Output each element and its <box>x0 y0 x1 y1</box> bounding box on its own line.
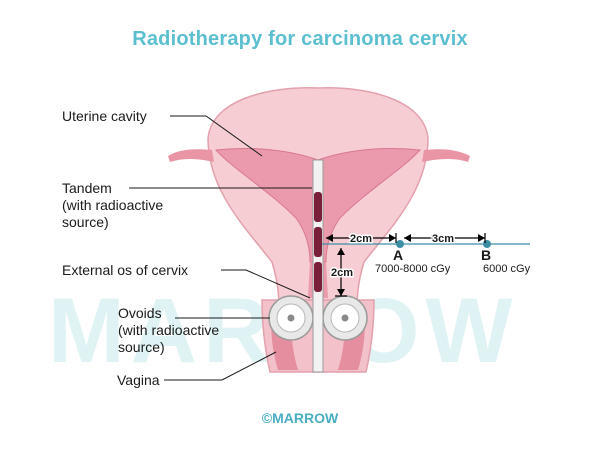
leader-external-os <box>221 269 311 299</box>
radioactive-source-2 <box>314 227 322 257</box>
horizontal-arrow-2cm <box>326 233 397 243</box>
left-ovoid <box>268 295 314 341</box>
right-ovoid <box>322 295 368 341</box>
left-fallopian-tube <box>168 149 214 162</box>
measurement-2cm-horizontal: 2cm <box>350 233 372 245</box>
leader-vagina <box>164 351 277 381</box>
label-ovoids: Ovoids <box>118 305 162 321</box>
horizontal-arrow-3cm <box>404 233 486 243</box>
leader-lines <box>129 115 312 381</box>
label-tandem: Tandem <box>62 180 112 196</box>
label-uterine-cavity: Uterine cavity <box>62 108 147 124</box>
point-b-label: B <box>481 247 491 263</box>
radioactive-source-3 <box>314 262 322 292</box>
right-fallopian-tube <box>422 149 470 162</box>
point-a-label: A <box>393 247 403 263</box>
vertical-arrow-2cm <box>335 248 347 297</box>
copyright-notice: ©MARROW <box>261 410 339 426</box>
label-tandem-line2: (with radioactive <box>62 197 163 213</box>
label-ovoids-line2: (with radioactive <box>118 322 219 338</box>
leader-uterine-cavity <box>170 115 263 157</box>
point-b-dose: 6000 cGy <box>483 263 531 275</box>
label-vagina: Vagina <box>117 372 160 388</box>
label-external-os: External os of cervix <box>62 262 188 278</box>
label-ovoids-line3: source) <box>118 339 165 355</box>
measurement-3cm: 3cm <box>432 233 454 245</box>
diagram-title: Radiotherapy for carcinoma cervix <box>132 28 468 50</box>
measurement-2cm-vertical: 2cm <box>331 267 353 279</box>
radioactive-source-1 <box>314 192 322 222</box>
label-tandem-line3: source) <box>62 214 109 230</box>
point-a-dose: 7000-8000 cGy <box>375 263 451 275</box>
point-a-marker <box>396 240 404 248</box>
